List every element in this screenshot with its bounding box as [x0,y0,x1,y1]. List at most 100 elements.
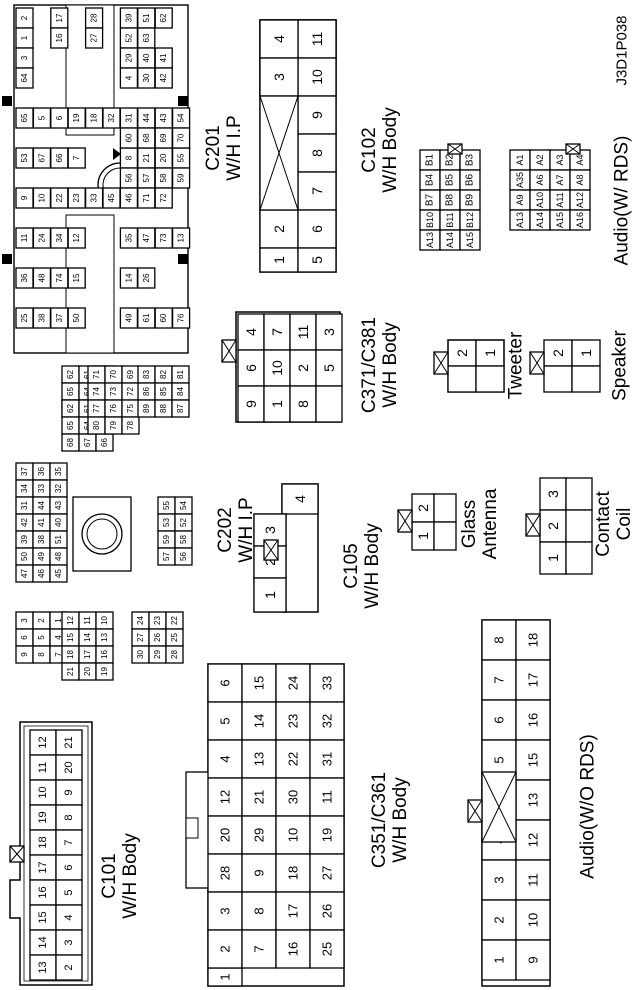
svg-text:A9: A9 [515,194,525,205]
fuse-grid-c-pin: 84 [171,382,190,401]
svg-text:72: 72 [159,193,168,202]
contact-coil-pin-pin: 3 [539,477,567,511]
svg-text:9: 9 [20,195,29,200]
svg-text:A16: A16 [575,212,585,228]
block-pin: 73 [154,227,173,249]
speaker-blank-pin [543,365,573,393]
c351-pin-pin: 14 [241,701,277,741]
svg-text:76: 76 [177,313,186,322]
svg-text:48: 48 [37,273,46,282]
svg-text:56: 56 [124,173,133,182]
block-pin: 31 [119,107,139,129]
svg-text:B2: B2 [445,153,456,166]
block-pin: 24 [32,227,52,249]
svg-text:A35: A35 [515,172,525,188]
svg-text:22: 22 [286,752,301,766]
c101-pin-pin: 18 [29,829,57,856]
block-pin: 5 [32,107,52,129]
c105-pin: 21 [411,493,457,551]
c102-block-b2-pin: B12 [459,209,481,231]
svg-text:B12: B12 [465,212,475,228]
svg-text:66: 66 [100,438,109,447]
svg-text:18: 18 [286,866,301,880]
svg-text:A15: A15 [555,212,565,228]
fuse-grid-b-pin: 80 [87,416,106,435]
c371-pin-pin [315,385,343,423]
c351-pin-pin: 19 [309,815,345,855]
svg-text:5: 5 [321,364,337,372]
svg-text:A1: A1 [515,154,525,165]
svg-text:35: 35 [54,467,63,476]
svg-text:57: 57 [162,552,171,561]
lock-tab-icon [525,513,541,537]
svg-text:31: 31 [320,752,335,766]
svg-text:6: 6 [63,864,75,870]
svg-text:9: 9 [526,956,541,963]
fuse-grid-e-pin: 58 [174,530,193,549]
svg-text:43: 43 [159,113,168,122]
svg-text:16: 16 [526,713,541,727]
svg-text:21: 21 [142,153,151,162]
svg-text:70: 70 [177,133,186,142]
svg-text:8: 8 [252,907,267,914]
c351-pin-pin: 20 [207,815,243,855]
c102-block-a-pin: A9 [509,189,531,211]
svg-text:6: 6 [243,364,259,372]
svg-text:17: 17 [55,13,64,22]
svg-text:61: 61 [142,313,151,322]
c101-pin-pin: 13 [29,954,57,981]
svg-text:2: 2 [262,558,278,566]
svg-text:54: 54 [177,113,186,122]
c351-pin-pin: 18 [275,853,311,893]
c105-pin-pin: 2 [411,493,435,523]
svg-text:B5: B5 [445,173,456,186]
c101-pin-pin: 3 [55,929,83,956]
svg-text:71: 71 [92,370,101,379]
fuse-grid-b-pin: 78 [121,416,140,435]
c105-label: C105 W/H Body [341,523,383,609]
block-pin: 26 [137,267,156,289]
fuse-grid-d-pin: 31 [15,496,34,515]
fuse-grid-a2-pin: 66 [95,433,114,452]
c102-label: C102 W/H Body [359,107,401,193]
svg-text:3: 3 [321,328,337,336]
c102-block-a2-pin: A16 [569,209,591,231]
block-pin: 16 [50,27,69,49]
svg-text:4: 4 [271,35,287,43]
svg-text:86: 86 [142,387,151,396]
svg-text:A14: A14 [445,232,455,248]
fuse-grid-d-pin: 50 [15,547,34,566]
svg-text:18: 18 [90,113,99,122]
svg-text:89: 89 [142,404,151,413]
block-pin: 62 [154,7,173,29]
block-pin: 64 [15,67,34,89]
audio-blank-cavity [481,771,517,843]
audio-pin-pin: 16 [515,699,551,741]
svg-text:4: 4 [124,75,133,80]
block-pin: 74 [50,267,69,289]
svg-text:A7: A7 [555,174,565,185]
c351-pin-pin: 11 [309,777,345,817]
svg-text:66: 66 [55,153,64,162]
glass-antenna-label: Glass Antenna [459,488,501,560]
svg-text:18: 18 [37,836,49,848]
svg-text:15: 15 [37,911,49,923]
svg-text:6: 6 [55,115,64,120]
svg-text:8: 8 [492,636,507,643]
svg-text:1: 1 [218,973,233,980]
block-pin: 20 [154,147,173,169]
svg-text:2: 2 [454,349,470,357]
c101-pin-pin: 17 [29,854,57,881]
c201-pin: 2 [259,209,299,249]
block-pin: 53 [15,147,34,169]
svg-text:11: 11 [295,325,311,340]
svg-text:84: 84 [176,387,185,396]
block-pin: 60 [154,307,173,329]
svg-text:10: 10 [286,828,301,842]
